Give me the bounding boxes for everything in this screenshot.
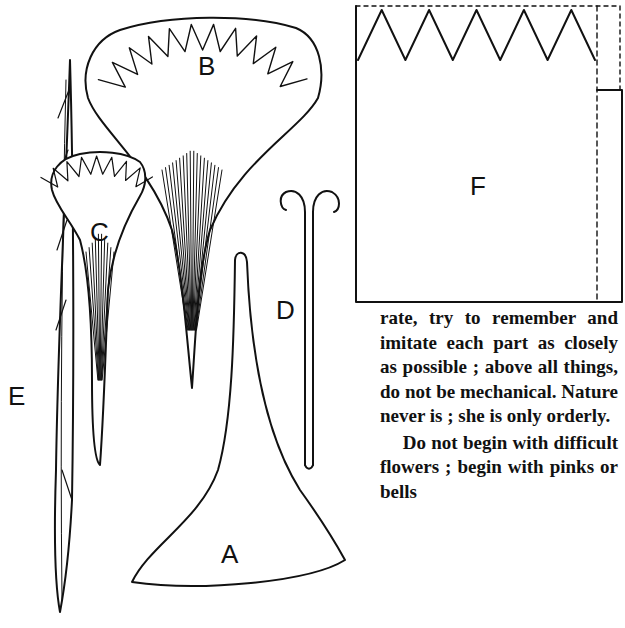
paragraph: rate, try to remember and imitate each p… bbox=[380, 306, 618, 429]
part-letter: B bbox=[198, 52, 215, 80]
calyx-shape-a bbox=[132, 253, 345, 586]
shading-stroke bbox=[102, 252, 114, 380]
shading-stroke bbox=[98, 234, 99, 380]
part-letter: D bbox=[276, 296, 295, 324]
shading-stroke bbox=[102, 248, 111, 380]
part-letter: F bbox=[470, 172, 486, 200]
shading-stroke bbox=[195, 163, 212, 330]
leaf-shape-e bbox=[55, 60, 74, 612]
shading-stroke bbox=[190, 151, 192, 330]
part-letter: A bbox=[221, 540, 238, 568]
shading-stroke bbox=[197, 170, 223, 330]
paragraph: Do not begin with difficult flowers ; be… bbox=[380, 431, 618, 505]
shading-stroke bbox=[196, 168, 219, 330]
part-letter: C bbox=[90, 218, 109, 246]
paper-strip-f bbox=[356, 6, 622, 302]
shading-strokes bbox=[86, 151, 222, 380]
body-text: rate, try to remember and imitate each p… bbox=[380, 306, 618, 504]
wire-pin-d bbox=[281, 191, 339, 469]
shading-stroke bbox=[195, 165, 215, 330]
part-letter: E bbox=[8, 382, 25, 410]
petal-shape-c bbox=[41, 152, 152, 465]
